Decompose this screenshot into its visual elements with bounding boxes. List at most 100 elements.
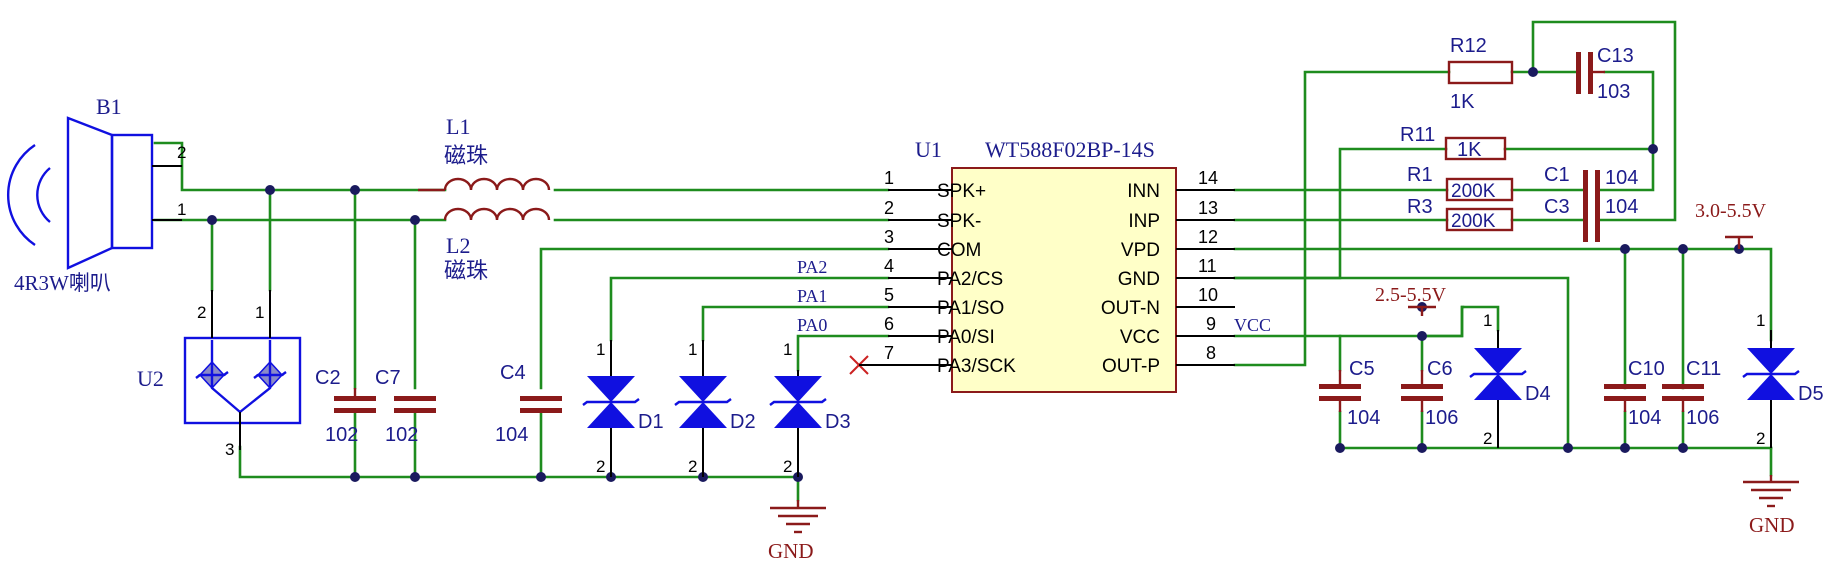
u1-pin-num: 10 (1198, 285, 1218, 305)
d5-ref: D5 (1798, 383, 1824, 405)
u1-pin-num: 12 (1198, 227, 1218, 247)
diode-d4: D4 1 2 (1469, 311, 1551, 448)
speaker-ref: B1 (96, 94, 122, 119)
u1-pin-name: PA0/SI (937, 327, 995, 348)
cap-c2: C2 102 (315, 367, 376, 446)
u1-pin-num: 1 (884, 168, 894, 188)
power-label-v1: 2.5-5.5V (1375, 284, 1447, 306)
speaker-pin1: 1 (177, 200, 186, 219)
c3-ref: C3 (1544, 196, 1570, 218)
u1-pin-name: VCC (1120, 327, 1160, 348)
l2-ref: L2 (446, 233, 470, 258)
c5-ref: C5 (1349, 358, 1375, 380)
r3-ref: R3 (1407, 196, 1433, 218)
d1-ref: D1 (638, 411, 664, 433)
cap-c5: C5 104 (1319, 358, 1380, 429)
c3-value: 104 (1605, 196, 1638, 218)
c7-ref: C7 (375, 367, 401, 389)
cap-c1: C1 104 (1544, 164, 1638, 212)
resistor-r1: R1 200K (1407, 164, 1514, 202)
diode-d2: D2 1 2 (674, 340, 756, 477)
u1-pin-num: 2 (884, 198, 894, 218)
u1-pin-num: 4 (884, 256, 894, 276)
u2-pin1: 1 (255, 303, 264, 322)
wires (153, 20, 1773, 502)
u2-pin3: 3 (225, 440, 234, 459)
u1-pin-num: 5 (884, 285, 894, 305)
gnd-label-left: GND (768, 539, 814, 563)
u1-pin-name: SPK- (937, 211, 981, 232)
l2-value: 磁珠 (444, 258, 488, 283)
power-symbol-v1: 2.5-5.5V (1375, 284, 1447, 316)
r11-ref: R11 (1400, 124, 1435, 146)
ic-u1: U1 WT588F02BP-14S 1 2 3 4 5 6 7 SPK+ SPK… (849, 137, 1235, 393)
diode-d3: D3 1 2 (769, 340, 851, 477)
r12-value: 1K (1450, 91, 1475, 113)
c4-ref: C4 (500, 362, 526, 384)
resistor-r3: R3 200K (1407, 196, 1514, 232)
u1-pin-name: PA3/SCK (937, 356, 1016, 377)
r12-ref: R12 (1450, 35, 1487, 57)
d5-p2: 2 (1756, 429, 1765, 448)
u1-pin-num: 9 (1206, 314, 1216, 334)
resistor-r11: R11 1K (1400, 124, 1507, 161)
u1-pin-num: 8 (1206, 343, 1216, 363)
c10-ref: C10 (1628, 358, 1665, 380)
power-label-v2: 3.0-5.5V (1695, 200, 1767, 222)
c13-ref: C13 (1597, 45, 1634, 67)
cap-c7: C7 102 (375, 367, 436, 446)
u1-ref: U1 (915, 137, 942, 162)
net-label-vcc: VCC (1234, 315, 1271, 335)
u1-part: WT588F02BP-14S (985, 137, 1155, 162)
u1-pin-name: COM (937, 240, 981, 261)
c2-value: 102 (325, 424, 358, 446)
speaker-b1: B1 4R3W喇叭 2 1 (7, 94, 186, 295)
d4-p1: 1 (1483, 311, 1492, 330)
c5-value: 104 (1347, 407, 1380, 429)
c7-value: 102 (385, 424, 418, 446)
u1-pin-name: OUT-N (1101, 298, 1160, 319)
d2-ref: D2 (730, 411, 756, 433)
d2-p1: 1 (688, 340, 697, 359)
c6-ref: C6 (1427, 358, 1453, 380)
u1-pin-name: INN (1127, 181, 1160, 202)
r11-value: 1K (1457, 139, 1482, 161)
u1-pin-num: 7 (884, 343, 894, 363)
gnd-label-right: GND (1749, 513, 1795, 537)
r3-value: 200K (1451, 211, 1496, 232)
diode-d1: D1 1 2 (582, 340, 664, 477)
power-symbol-v2: 3.0-5.5V (1695, 200, 1767, 249)
net-label-pa2: PA2 (797, 257, 827, 277)
c6-value: 106 (1425, 407, 1458, 429)
c2-ref: C2 (315, 367, 341, 389)
cap-c11: C11 106 (1662, 358, 1721, 429)
u1-pin-num: 3 (884, 227, 894, 247)
speaker-label: 4R3W喇叭 (14, 271, 111, 295)
inductor-l1: L1 磁珠 (418, 114, 551, 192)
net-label-pa1: PA1 (797, 286, 827, 306)
d3-p2: 2 (783, 457, 792, 476)
tvs-u2: U2 2 1 3 (137, 290, 302, 459)
l1-ref: L1 (446, 114, 470, 139)
c11-value: 106 (1686, 407, 1719, 429)
c10-value: 104 (1628, 407, 1661, 429)
u1-pin-name: OUT-P (1102, 356, 1160, 377)
speaker-pin2: 2 (177, 143, 186, 162)
r1-ref: R1 (1407, 164, 1433, 186)
c1-ref: C1 (1544, 164, 1570, 186)
cap-c6: C6 106 (1401, 358, 1458, 429)
cap-c3: C3 104 (1544, 196, 1638, 242)
resistor-r12: R12 1K (1447, 35, 1514, 113)
u2-pin2: 2 (197, 303, 206, 322)
junctions (207, 67, 1744, 482)
cap-c4: C4 104 (495, 362, 562, 446)
cap-c10: C10 104 (1604, 358, 1665, 429)
d4-ref: D4 (1525, 383, 1551, 405)
inductor-l2: L2 磁珠 (443, 207, 551, 283)
u1-pin-num: 6 (884, 314, 894, 334)
u1-pin-name: PA1/SO (937, 298, 1004, 319)
r1-value: 200K (1451, 181, 1496, 202)
d1-p1: 1 (596, 340, 605, 359)
u1-pin-name: VPD (1121, 240, 1160, 261)
